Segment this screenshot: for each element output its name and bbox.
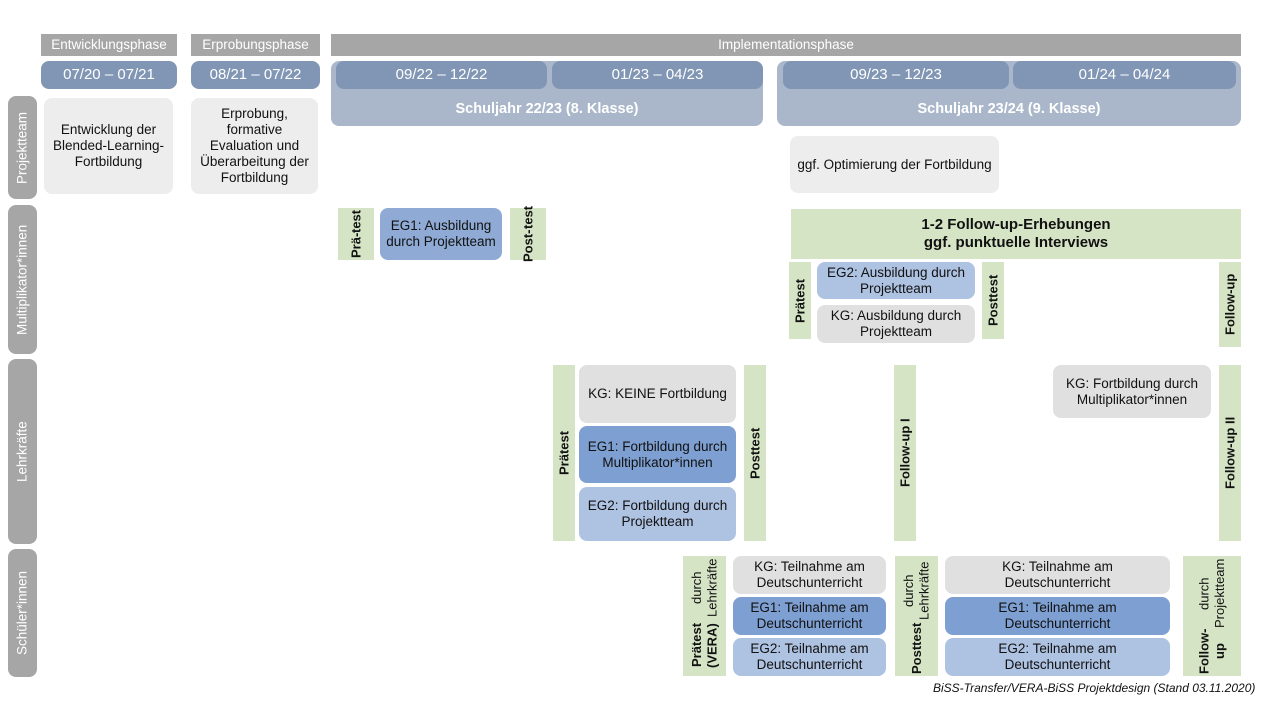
lehr-box-kg-fortbildung: KG: Fortbildung durch Multiplikator*inne… [1053,365,1211,418]
multi-assessment-praetest-1: Prä- test [338,208,374,260]
row-label-projektteam: Projektteam [8,96,37,199]
multi-followup-band: 1-2 Follow-up-Erhebungen ggf. punktuelle… [791,209,1241,259]
lehr-box-kg-keine: KG: KEINE Fortbildung [579,365,736,423]
label-line-1: Prätest (VERA) [689,622,720,668]
lehr-assessment-followup-1: Follow-up I [894,365,916,541]
projektteam-box-optimierung: ggf. Optimierung der Fortbildung [790,136,999,193]
row-label-lehrkraefte: Lehrkräfte [8,359,37,544]
label-line-1: Follow-up [1196,628,1227,675]
label-line-1: Posttest [908,622,924,674]
label-line-2: durch Lehrkräfte [689,558,720,617]
schueler-box-eg1-right: EG1: Teilnahme am Deutschunterricht [945,597,1170,635]
multi-assessment-posttest-1: Post- test [510,206,546,262]
lehr-assessment-followup-2: Follow-up II [1219,365,1241,541]
period-bar-2: 09/22 – 12/22 [336,61,547,89]
lehr-assessment-praetest: Prätest [553,365,575,541]
schueler-box-eg2-right: EG2: Teilnahme am Deutschunterricht [945,638,1170,676]
band-line-1: 1-2 Follow-up-Erhebungen [921,216,1111,234]
label-line-2: durch Lehrkräfte [901,561,932,620]
row-label-multiplikatorinnen: Multiplikator*innen [8,205,37,354]
multi-box-kg-ausbildung: KG: Ausbildung durch Projektteam [817,305,975,343]
schueler-box-eg1-left: EG1: Teilnahme am Deutschunterricht [733,597,886,635]
lehr-box-eg2-fortbildung: EG2: Fortbildung durch Projektteam [579,487,736,541]
schueler-assessment-posttest: Posttest durch Lehrkräfte [895,556,938,676]
lehr-box-eg1-fortbildung: EG1: Fortbildung durch Multiplikator*inn… [579,426,736,483]
phase-bar-implementationsphase: Implementationsphase [331,34,1241,56]
projektteam-box-entwicklung: Entwicklung der Blended-Learning-Fortbil… [44,98,173,194]
phase-bar-erprobungsphase: Erprobungsphase [191,34,320,56]
period-bar-3: 01/23 – 04/23 [552,61,763,89]
label-line-2: test [348,209,364,233]
period-bar-5: 01/24 – 04/24 [1013,61,1236,89]
schueler-assessment-praetest-vera: Prätest (VERA) durch Lehrkräfte [683,556,726,676]
row-label-schuelerinnen: Schüler*innen [8,549,37,677]
schueler-box-kg-left: KG: Teilnahme am Deutschunterricht [733,556,886,594]
schueler-box-kg-right: KG: Teilnahme am Deutschunterricht [945,556,1170,594]
period-bar-4: 09/23 – 12/23 [783,61,1009,89]
footer-caption: BiSS-Transfer/VERA-BiSS Projektdesign (S… [933,681,1256,695]
multi-assessment-posttest-2: Posttest [982,262,1004,339]
period-bar-0: 07/20 – 07/21 [41,61,177,89]
multi-box-eg1-ausbildung: EG1: Ausbildung durch Projektteam [380,208,502,260]
schueler-assessment-followup: Follow-up durch Projektteam [1183,556,1241,676]
projektteam-box-erprobung: Erprobung, formative Evaluation und Über… [191,98,318,194]
multi-box-eg2-ausbildung: EG2: Ausbildung durch Projektteam [817,262,975,299]
schueler-box-eg2-left: EG2: Teilnahme am Deutschunterricht [733,638,886,676]
phase-bar-entwicklungsphase: Entwicklungsphase [41,34,177,56]
label-line-1: Post- [520,229,536,262]
label-line-2: test [520,206,536,230]
band-line-2: ggf. punktuelle Interviews [923,234,1109,251]
multi-assessment-praetest-2: Prätest [789,262,811,339]
period-bar-1: 08/21 – 07/22 [191,61,320,89]
label-line-1: Prä- [348,232,364,259]
multi-assessment-followup: Follow-up [1219,262,1241,347]
label-line-2: durch Projektteam [1196,558,1227,628]
lehr-assessment-posttest: Posttest [744,365,766,541]
